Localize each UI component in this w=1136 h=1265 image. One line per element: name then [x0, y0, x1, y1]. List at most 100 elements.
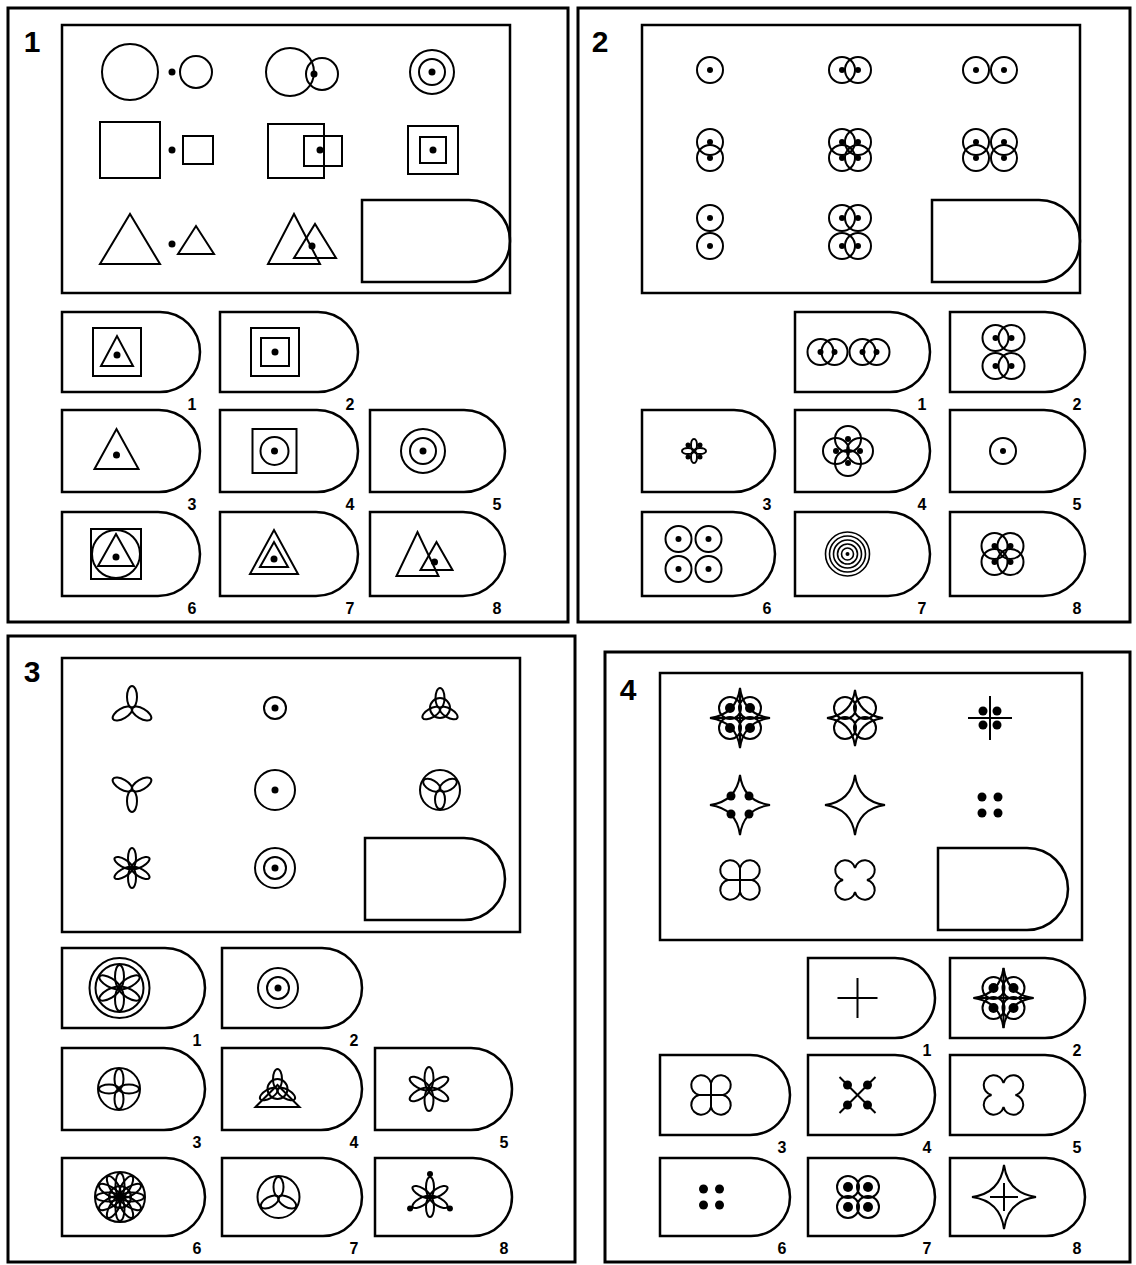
dot [745, 792, 754, 801]
circle-shape [666, 556, 692, 582]
answer-tile [642, 410, 775, 492]
option-number: 6 [188, 601, 197, 617]
dot [113, 452, 120, 459]
star-shape [825, 775, 885, 835]
dot [407, 1206, 413, 1212]
petal-shape [682, 448, 694, 454]
circle-shape [857, 1196, 879, 1218]
dot [706, 536, 712, 542]
square-shape [261, 338, 289, 366]
square-shape [183, 136, 213, 164]
dot [855, 215, 861, 221]
answer-option [62, 512, 200, 596]
circle-shape [998, 549, 1024, 575]
dot [863, 1081, 872, 1090]
line-stroke [710, 1083, 712, 1107]
circle-shape [845, 145, 871, 171]
answer-tile [365, 838, 505, 920]
dot [715, 1201, 724, 1210]
dot [309, 243, 316, 250]
circle-shape [982, 549, 1008, 575]
answer-option [795, 312, 930, 392]
answer-option [62, 410, 200, 492]
circle-shape [963, 145, 989, 171]
dot [1009, 335, 1015, 341]
circle-shape [255, 770, 295, 810]
panel-frame [578, 8, 1130, 622]
line-stroke [840, 1077, 876, 1113]
answer-tile [950, 958, 1085, 1038]
petal-shape [408, 1074, 432, 1093]
circle-shape [98, 1068, 140, 1110]
petal-shape [113, 855, 134, 872]
dot [973, 67, 979, 73]
answer-option [62, 948, 205, 1028]
answer-tile [220, 512, 358, 596]
circle-shape [267, 977, 289, 999]
panel-frame [8, 636, 575, 1262]
answer-tile [795, 512, 930, 596]
dot [676, 536, 682, 542]
circle-shape [982, 533, 1008, 559]
dot [699, 1185, 708, 1194]
answer-option [62, 312, 200, 392]
dot [272, 349, 279, 356]
dot [698, 455, 703, 460]
triangle-shape [178, 226, 214, 254]
answer-option [220, 312, 358, 392]
dot [706, 566, 712, 572]
answer-option [660, 1055, 790, 1135]
dot [832, 349, 838, 355]
line-stroke [857, 978, 859, 1018]
dot [978, 793, 987, 802]
circle-shape [90, 958, 150, 1018]
answer-option [370, 512, 505, 596]
dot [855, 243, 861, 249]
answer-tile [660, 1055, 790, 1135]
answer-option [950, 958, 1085, 1038]
circle-shape [264, 857, 286, 879]
option-number: 4 [923, 1140, 932, 1156]
triangle-shape [256, 1085, 300, 1107]
square-shape [100, 122, 160, 178]
matrix-figures [710, 688, 1012, 900]
answer-option [222, 1048, 362, 1130]
answer-tile [222, 948, 362, 1028]
circle-shape [268, 1079, 288, 1099]
circle-shape [837, 1176, 859, 1198]
answer-option [62, 1158, 205, 1236]
option-number: 5 [1073, 497, 1082, 513]
matrix-frame [642, 25, 1080, 293]
circle-shape [845, 129, 871, 155]
matrix-frame [62, 658, 520, 932]
answer-option [950, 1055, 1085, 1135]
answer-tile [62, 512, 200, 596]
dot [707, 67, 713, 73]
matrix-figures [100, 44, 458, 264]
dot [857, 448, 863, 454]
dot [420, 448, 427, 455]
dot [1008, 559, 1014, 565]
matrix-figures [697, 57, 1017, 259]
circle-shape [306, 58, 338, 90]
circle-shape [999, 353, 1025, 379]
line-stroke [739, 688, 741, 748]
answer-tile [375, 1158, 512, 1236]
circle-shape [823, 438, 849, 464]
triangle-shape [294, 224, 336, 258]
circle-shape [696, 556, 722, 582]
star-shape [710, 775, 770, 835]
answer-option [808, 1055, 935, 1135]
dot [993, 707, 1002, 716]
answer-tile [62, 1158, 205, 1236]
circle-shape [96, 964, 144, 1012]
option-number: 8 [500, 1241, 509, 1257]
circle-shape [998, 533, 1024, 559]
dot [707, 243, 713, 249]
triangle-shape [95, 429, 139, 469]
dot [715, 1185, 724, 1194]
answer-option [222, 948, 362, 1028]
circle-shape [180, 56, 212, 88]
circle-shape [983, 353, 1009, 379]
